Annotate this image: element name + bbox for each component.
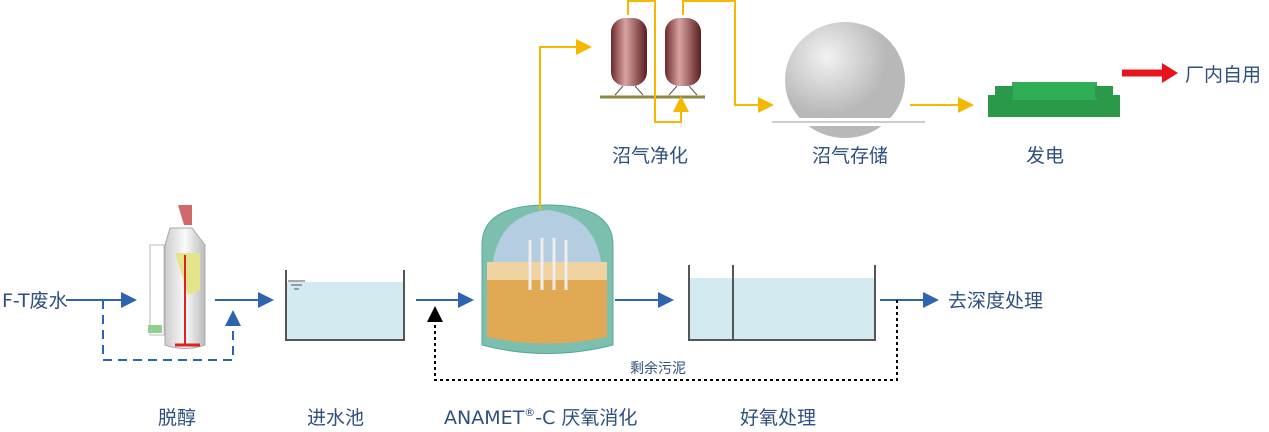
excess-sludge-label: 剩余污泥 xyxy=(630,360,686,377)
sludge-recycle-arrow xyxy=(427,300,898,381)
aerobic-tank-icon xyxy=(688,265,876,341)
deep-treatment-label: 去深度处理 xyxy=(948,290,1043,312)
anaerobic-digester-icon xyxy=(481,204,614,354)
input-wastewater-label: F-T废水 xyxy=(2,290,68,312)
plant-use-label: 厂内自用 xyxy=(1185,64,1261,86)
biogas-cleaning-label: 沼气净化 xyxy=(612,145,688,167)
power-label: 发电 xyxy=(1026,145,1064,167)
gas-flow-arrow xyxy=(627,0,689,123)
gas-flow-arrow xyxy=(682,0,774,113)
inlet-tank-icon xyxy=(285,270,405,341)
gas-flow-arrow xyxy=(539,39,592,210)
aerobic-label: 好氧处理 xyxy=(740,407,816,429)
inlet-tank-label: 进水池 xyxy=(307,407,364,429)
dealcohol-column-icon xyxy=(148,205,206,349)
anaerobic-label: ANAMET®-C 厌氧消化 xyxy=(444,406,637,429)
biogas-cleaning-tanks-icon xyxy=(600,18,705,99)
biogas-storage-label: 沼气存储 xyxy=(812,145,888,167)
generator-icon xyxy=(988,82,1120,117)
biogas-storage-dome-icon xyxy=(785,22,905,138)
dealcohol-label: 脱醇 xyxy=(158,407,196,429)
bypass-dashed-arrow xyxy=(102,300,241,361)
